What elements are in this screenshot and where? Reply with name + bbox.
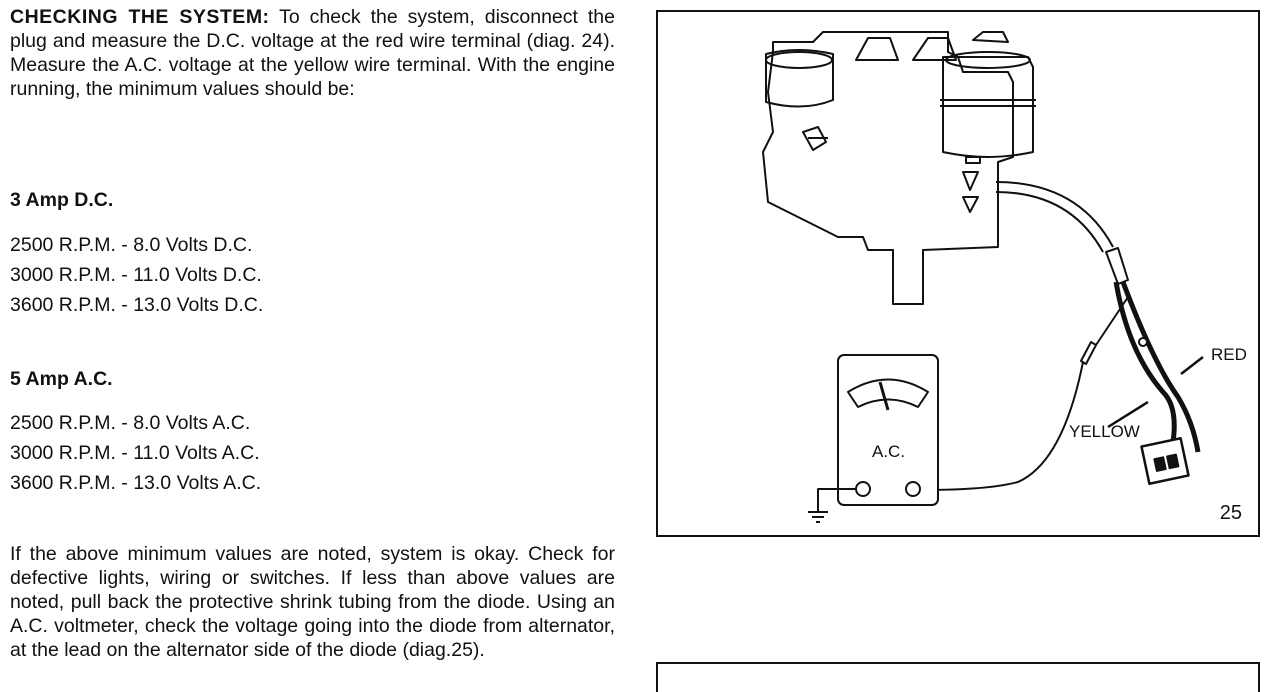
fuel-tank: [942, 56, 1034, 158]
yellow-label: YELLOW: [1069, 422, 1140, 441]
dc-heading: 3 Amp D.C.: [10, 189, 114, 211]
figure-25: A.C. RED YELLOW 25: [656, 10, 1260, 537]
red-wire: [1120, 281, 1201, 453]
ac-value-row: 3000 R.P.M. - 11.0 Volts A.C.: [10, 442, 260, 464]
figure-number: 25: [1219, 502, 1242, 524]
ac-heading: 5 Amp A.C.: [10, 368, 113, 390]
closing-paragraph: If the above minimum values are noted, s…: [10, 543, 615, 661]
engine-diagram-drawing: [762, 31, 1204, 523]
red-label: RED: [1211, 345, 1247, 364]
meter-label: A.C.: [872, 442, 906, 461]
yellow-wire: [1113, 281, 1177, 443]
harness-wire: [995, 181, 1114, 248]
dc-values-list: 2500 R.P.M. - 8.0 Volts D.C. 3000 R.P.M.…: [10, 230, 263, 320]
dc-value-row: 3000 R.P.M. - 11.0 Volts D.C.: [10, 264, 262, 286]
left-cylinder-cap: [765, 49, 834, 108]
harness-wire: [995, 191, 1104, 253]
ac-value-row: 2500 R.P.M. - 8.0 Volts A.C.: [10, 412, 251, 434]
probe-lead: [922, 361, 1084, 491]
intro-body: To check the system, disconnect the plug…: [10, 6, 615, 100]
ac-value-row: 3600 R.P.M. - 13.0 Volts A.C.: [10, 472, 262, 494]
meter-terminal: [855, 481, 871, 497]
dc-value-row: 2500 R.P.M. - 8.0 Volts D.C.: [10, 234, 253, 256]
dc-value-row: 3600 R.P.M. - 13.0 Volts D.C.: [10, 294, 264, 316]
ground-symbol: [817, 488, 856, 512]
intro-lead: CHECKING THE SYSTEM:: [10, 6, 270, 28]
next-figure-frame: [656, 662, 1260, 692]
top-vent: [855, 37, 899, 61]
voltmeter-body: [837, 354, 939, 506]
intro-paragraph: CHECKING THE SYSTEM: To check the system…: [10, 5, 615, 101]
engine-block: [762, 31, 1014, 305]
ac-values-list: 2500 R.P.M. - 8.0 Volts A.C. 3000 R.P.M.…: [10, 408, 261, 498]
top-vent: [912, 37, 957, 61]
meter-terminal: [905, 481, 921, 497]
